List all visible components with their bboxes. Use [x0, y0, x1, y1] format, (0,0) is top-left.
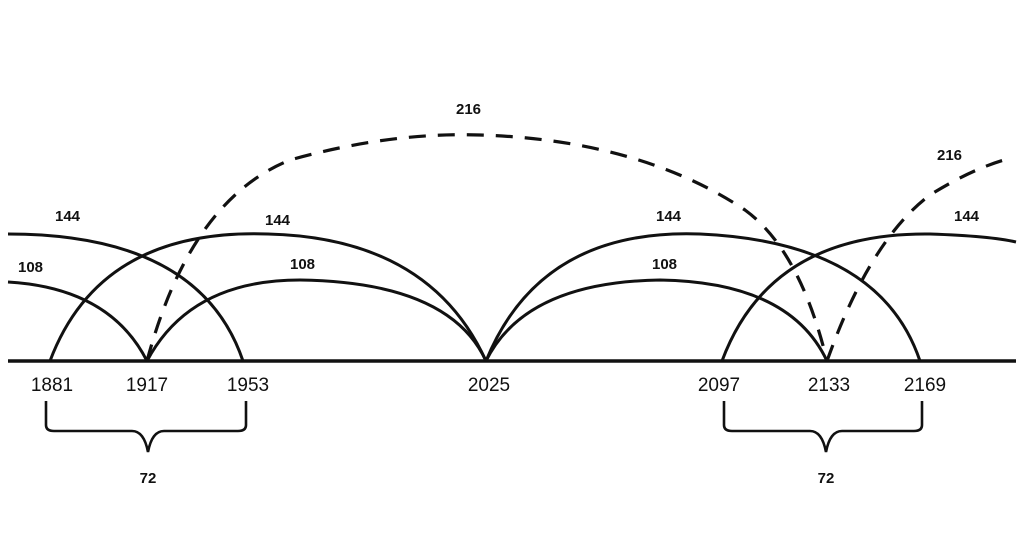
arc-144-2025-2169: [484, 232, 922, 362]
arc-108-2025-2133: [484, 278, 829, 362]
year-label-2133: 2133: [808, 375, 850, 396]
brace-label-left: 72: [140, 470, 157, 487]
arc-144-left: [7, 232, 245, 362]
arc-216-right: [825, 158, 1005, 362]
year-label-2097: 2097: [698, 375, 740, 396]
brace-1881-1953: [44, 401, 248, 453]
arc-label-108-left: 108: [18, 259, 43, 276]
arc-216-1917-2133: [145, 133, 829, 362]
arc-label-144-2025-2169: 144: [656, 208, 682, 225]
arc-label-108-2025-2133: 108: [652, 256, 677, 273]
arc-label-144-right: 144: [954, 208, 980, 225]
year-label-1917: 1917: [126, 375, 168, 396]
arc-108-left: [7, 280, 149, 362]
arc-label-144-1881-2025: 144: [265, 212, 291, 229]
arc-label-216-right: 216: [937, 147, 962, 164]
year-label-2169: 2169: [904, 375, 946, 396]
year-label-2025: 2025: [468, 375, 510, 396]
arc-144-right: [720, 232, 1017, 362]
brace-label-right: 72: [818, 470, 835, 487]
arc-label-216-center: 216: [456, 101, 481, 118]
year-label-1881: 1881: [31, 375, 73, 396]
arc-108-1917-2025: [145, 278, 488, 362]
arc-144-1881-2025: [48, 232, 488, 362]
brace-2097-2169: [722, 401, 924, 453]
arc-label-144-left: 144: [55, 208, 81, 225]
year-label-1953: 1953: [227, 375, 269, 396]
arc-label-108-1917-2025: 108: [290, 256, 315, 273]
